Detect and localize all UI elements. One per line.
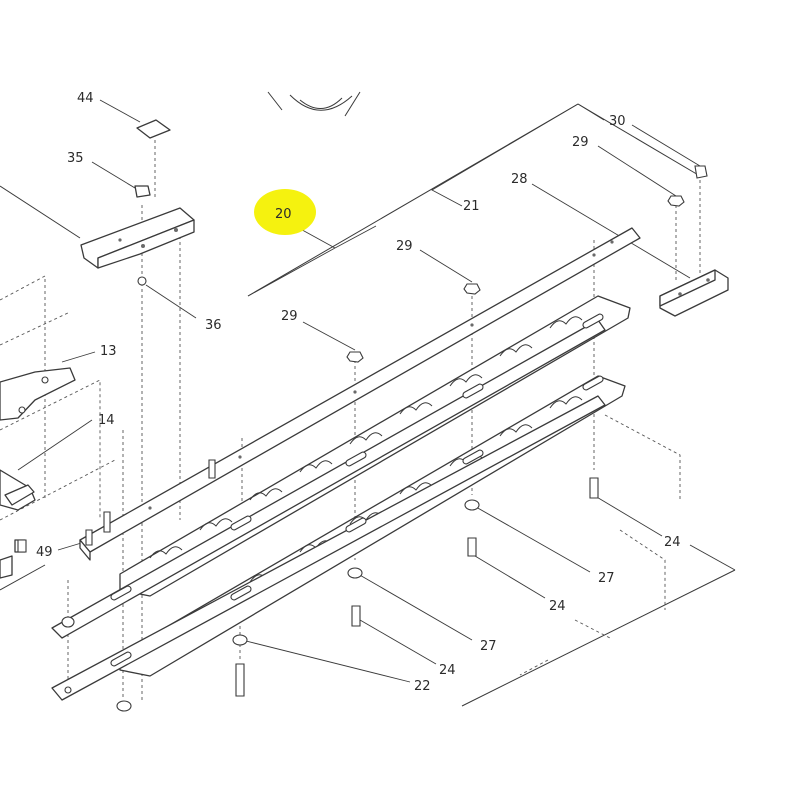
callout-24: 24 bbox=[439, 663, 456, 678]
callout-27: 27 bbox=[598, 571, 615, 586]
callout-24: 24 bbox=[664, 535, 681, 550]
part-44-pad bbox=[136, 119, 171, 139]
upper-left-parts bbox=[80, 119, 195, 286]
callout-29: 29 bbox=[396, 239, 413, 254]
callout-29: 29 bbox=[281, 309, 298, 324]
part-24-bolt-b bbox=[351, 605, 361, 627]
part-29-nut-c bbox=[667, 195, 685, 207]
frame-outline bbox=[0, 91, 736, 707]
hardware bbox=[17, 165, 708, 712]
part-21-top-bar bbox=[79, 227, 641, 561]
callout-14: 14 bbox=[98, 413, 115, 428]
part-24-bolt-a bbox=[467, 537, 477, 557]
part-27-washer-b bbox=[347, 567, 363, 579]
callout-35: 35 bbox=[67, 151, 84, 166]
callout-24: 24 bbox=[549, 599, 566, 614]
callout-labels: 44 35 36 13 14 49 20 29 29 29 30 21 28 2… bbox=[36, 91, 681, 694]
part-49-bolt bbox=[17, 539, 27, 553]
callout-21: 21 bbox=[463, 199, 480, 214]
callout-30: 30 bbox=[609, 114, 626, 129]
part-24-bolt-d bbox=[589, 477, 599, 499]
part-24-bolt-c bbox=[235, 663, 245, 697]
part-29-nut-b bbox=[463, 283, 481, 295]
callout-28: 28 bbox=[511, 172, 528, 187]
callout-13: 13 bbox=[100, 344, 117, 359]
part-36-washer bbox=[137, 276, 147, 286]
callout-27: 27 bbox=[480, 639, 497, 654]
blade-slots bbox=[110, 313, 604, 667]
part-35-nut bbox=[134, 185, 151, 198]
callout-22: 22 bbox=[414, 679, 431, 694]
part-27-washer-a bbox=[464, 499, 480, 511]
highlight-callout-20 bbox=[254, 189, 316, 235]
callout-49: 49 bbox=[36, 545, 53, 560]
part-30-nut bbox=[694, 165, 708, 179]
dashed-assembly-lines bbox=[0, 140, 701, 700]
upper-blade bbox=[51, 295, 631, 639]
callout-36: 36 bbox=[205, 318, 222, 333]
callout-29: 29 bbox=[572, 135, 589, 150]
part-13-plate bbox=[0, 367, 76, 421]
callout-44: 44 bbox=[77, 91, 94, 106]
lower-blade bbox=[51, 375, 626, 701]
part-28-end-bracket bbox=[659, 269, 729, 317]
part-29-nut-a bbox=[346, 351, 364, 363]
callout-20: 20 bbox=[275, 207, 292, 222]
